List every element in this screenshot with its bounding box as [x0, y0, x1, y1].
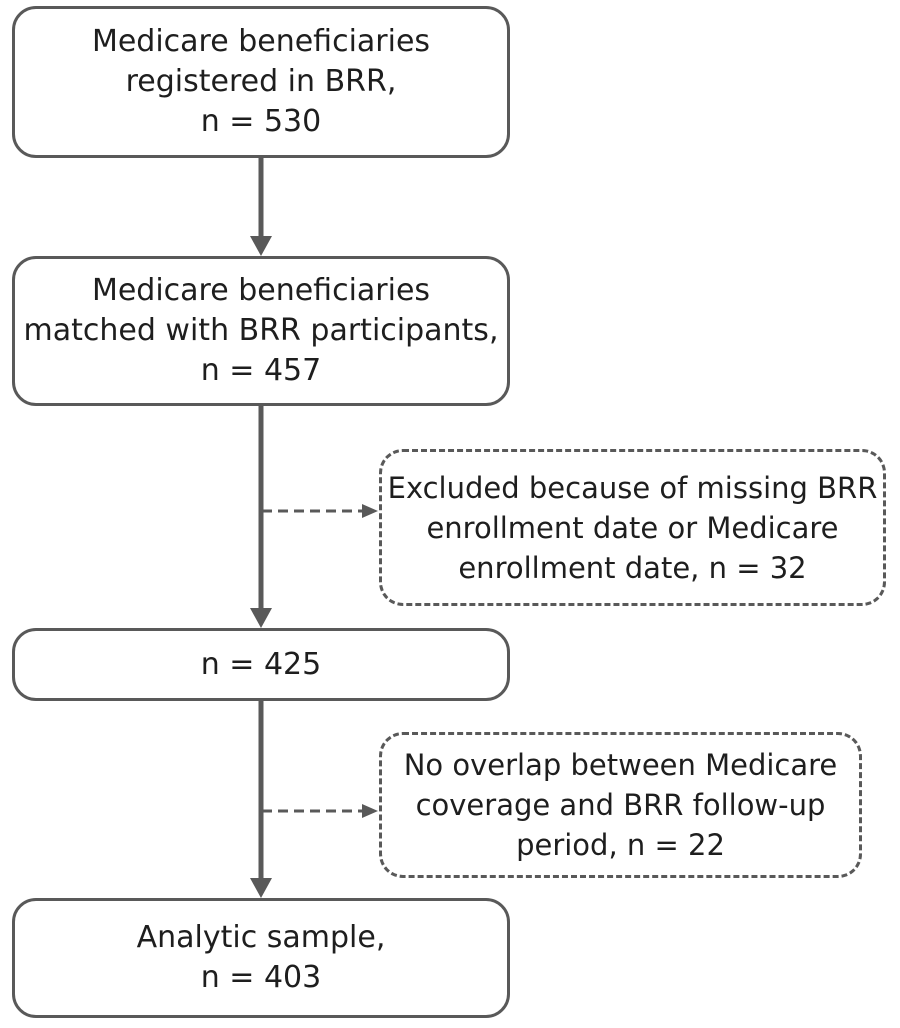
box-after-exclusion-label: n = 425 — [200, 646, 322, 682]
box-excluded-no-overlap: No overlap between Medicare coverage and… — [379, 732, 862, 878]
box-matched-label: Medicare beneficiaries matched with BRR … — [23, 273, 499, 388]
arrow-registered-to-matched — [250, 158, 272, 256]
box-matched-participants: Medicare beneficiaries matched with BRR … — [12, 256, 510, 406]
box-after-exclusion: n = 425 — [12, 628, 510, 701]
box-no-overlap-label: No overlap between Medicare coverage and… — [403, 748, 838, 862]
box-excluded-label: Excluded because of missing BRR enrollme… — [387, 470, 878, 585]
arrow-425-to-analytic — [250, 701, 272, 898]
box-registered-label: Medicare beneficiaries registered in BRR… — [91, 24, 431, 139]
arrow-matched-to-425 — [250, 406, 272, 628]
arrow-exclusion-missing-dates — [262, 504, 378, 518]
box-registered-in-brr: Medicare beneficiaries registered in BRR… — [12, 6, 510, 158]
box-analytic-label: Analytic sample, n = 403 — [136, 920, 386, 995]
box-analytic-sample: Analytic sample, n = 403 — [12, 898, 510, 1018]
box-excluded-missing-dates: Excluded because of missing BRR enrollme… — [379, 449, 886, 606]
arrow-exclusion-no-overlap — [262, 804, 378, 818]
